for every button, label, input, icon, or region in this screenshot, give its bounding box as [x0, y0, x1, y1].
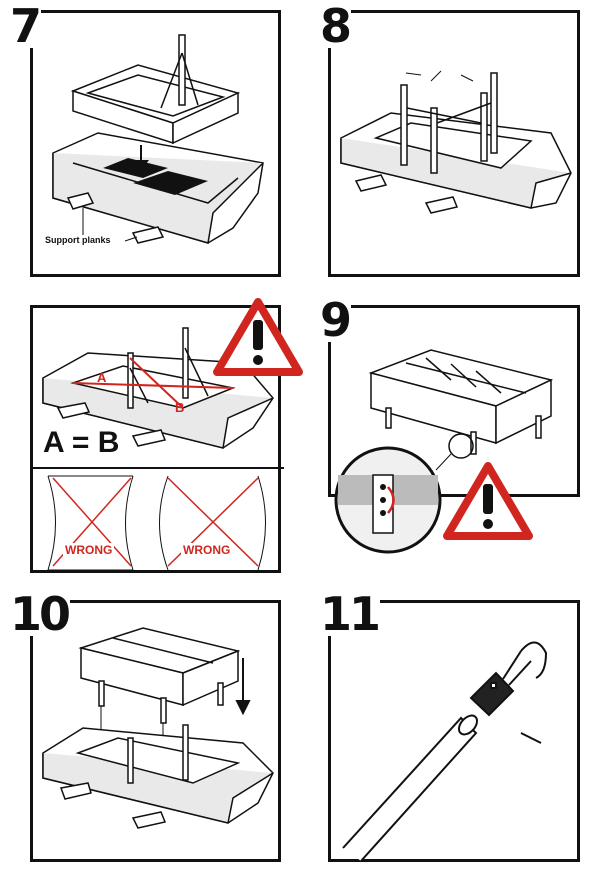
frame-lowered	[78, 627, 241, 724]
step-number-10: 10	[8, 587, 71, 641]
warning-icon	[213, 298, 303, 376]
diagonal-lines	[72, 357, 234, 409]
support-planks	[59, 782, 167, 829]
pole-hook	[502, 641, 548, 686]
label-a: A	[97, 370, 107, 385]
step-10-illustration	[42, 627, 274, 829]
ground-bed	[340, 112, 572, 209]
step-number-11: 11	[318, 587, 381, 641]
ground-bed	[42, 727, 274, 824]
bed-opening	[133, 171, 208, 195]
step-11-illustration	[342, 641, 548, 862]
support-planks-label: Support planks	[45, 235, 111, 245]
equation-label: A = B	[43, 426, 120, 459]
arrow-down-icon	[133, 145, 149, 171]
zoom-detail	[334, 446, 442, 554]
wrong-label-2: WRONG	[181, 543, 233, 557]
screws	[405, 70, 474, 82]
step-number-7: 7	[8, 0, 42, 53]
step-number-8: 8	[318, 0, 352, 53]
upside-down-frame	[368, 349, 554, 455]
step-11-panel	[328, 600, 580, 862]
support-planks	[66, 192, 165, 244]
raised-frame	[70, 64, 241, 145]
step-7-panel: Support planks	[30, 10, 281, 277]
label-b: B	[175, 400, 185, 415]
pole	[342, 714, 479, 862]
warning-icon	[443, 462, 533, 540]
wrong-label-1: WRONG	[63, 543, 115, 557]
support-planks	[56, 402, 167, 447]
screw	[520, 732, 542, 744]
wrong-example-2	[159, 475, 266, 571]
step-10-panel	[30, 600, 281, 862]
corner-posts	[127, 724, 189, 784]
step-9-illustration	[368, 349, 554, 471]
bed-opening	[103, 158, 168, 178]
pole-cap	[469, 671, 515, 717]
step-8-panel	[328, 10, 580, 277]
step-7-illustration	[52, 34, 264, 244]
corner-post	[160, 34, 199, 109]
wrong-example-1	[47, 475, 134, 571]
step-number-9: 9	[318, 293, 352, 347]
support-planks	[354, 174, 459, 214]
step-8-illustration	[340, 70, 572, 214]
diagonal-check-illustration	[33, 327, 284, 571]
step-9-panel	[328, 305, 580, 497]
frame-posts	[400, 72, 498, 174]
ground-bed	[42, 352, 274, 449]
arrow-down-icon	[235, 658, 251, 716]
diagonal-check-panel: A B A = B WRONG WRONG	[30, 305, 284, 573]
